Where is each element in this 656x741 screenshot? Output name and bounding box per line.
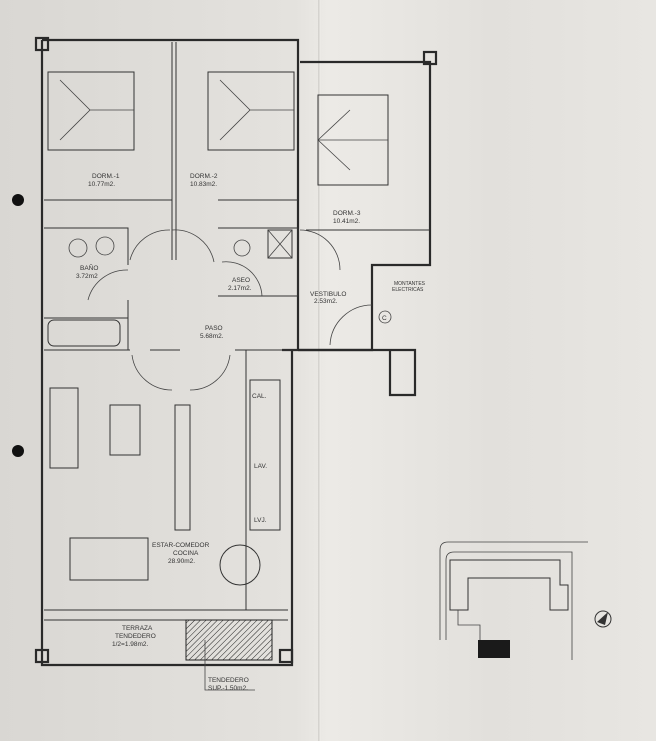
dorm3-area: 10.41m2. <box>333 218 360 225</box>
walls <box>34 36 438 667</box>
punch-hole <box>12 194 24 206</box>
dorm2-area: 10.83m2. <box>190 181 217 188</box>
electricas-label: ELECTRICAS <box>392 287 424 293</box>
estar-area: 28.90m2. <box>168 558 195 565</box>
estar-label-2: COCINA <box>173 550 199 557</box>
terraza-label-2: TENDEDERO <box>115 633 156 640</box>
paper-fold <box>318 0 321 741</box>
tendedero-label: TENDEDERO <box>208 677 249 684</box>
bano-area: 3.72m2 <box>76 273 98 280</box>
tendedero-area: SUP.-1.50m2. <box>208 685 248 692</box>
lav-label: LAV. <box>254 463 267 470</box>
north-arrow-icon <box>594 610 612 628</box>
furniture <box>47 71 389 586</box>
cal-label: CAL. <box>252 393 267 400</box>
vestibulo-area: 2.53m2. <box>314 298 338 305</box>
site-plan <box>439 541 588 660</box>
punch-hole <box>12 445 24 457</box>
paso-area: 5.68m2. <box>200 333 224 340</box>
paso-label: PASO <box>205 325 223 332</box>
doors <box>87 229 373 391</box>
dorm1-area: 10.77m2. <box>88 181 115 188</box>
vestibulo-label: VESTIBULO <box>310 291 346 298</box>
montantes-label: MONTANTES <box>394 281 426 287</box>
dorm1-label: DORM.-1 <box>92 173 120 180</box>
dorm2-label: DORM.-2 <box>190 173 218 180</box>
lvj-label: LVJ. <box>254 517 267 524</box>
aseo-area: 2.17m2. <box>228 285 252 292</box>
terraza-area: 1/2=1.98m2. <box>112 641 149 648</box>
dorm3-label: DORM.-3 <box>333 210 361 217</box>
tendedero-area <box>185 619 273 661</box>
bano-label: BAÑO <box>80 263 98 272</box>
counter-letter: C <box>382 315 387 322</box>
terraza-label: TERRAZA <box>122 625 153 632</box>
counter-symbol <box>378 310 392 324</box>
aseo-label: ASEO <box>232 277 250 284</box>
estar-label: ESTAR-COMEDOR <box>152 542 210 549</box>
